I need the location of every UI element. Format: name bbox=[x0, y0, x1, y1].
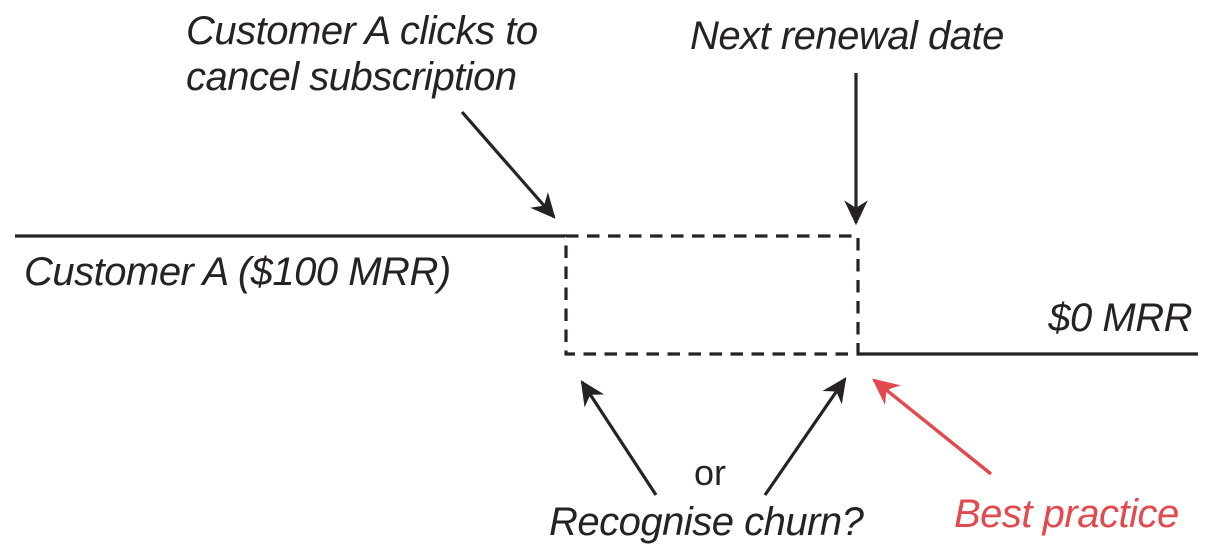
best-practice-arrow bbox=[872, 378, 993, 476]
cancel-click-annotation-line2: cancel subscription bbox=[186, 55, 517, 99]
or-label: or bbox=[694, 452, 727, 493]
customer-a-mrr-label: Customer A ($100 MRR) bbox=[24, 250, 451, 294]
next-renewal-annotation: Next renewal date bbox=[690, 14, 1004, 58]
best-practice-label: Best practice bbox=[954, 492, 1179, 536]
churn-option-right-arrow bbox=[763, 377, 847, 496]
churn-gap-dashed-box bbox=[564, 234, 860, 356]
cancel-click-arrow bbox=[460, 110, 556, 219]
cancel-click-annotation-line1: Customer A clicks to bbox=[186, 9, 538, 53]
zero-mrr-label: $0 MRR bbox=[1048, 296, 1192, 340]
churn-option-left-arrow bbox=[580, 380, 658, 496]
recognise-churn-question: Recognise churn? bbox=[549, 500, 864, 544]
cancel-click-annotation: Customer A clicks to cancel subscription bbox=[186, 8, 538, 100]
